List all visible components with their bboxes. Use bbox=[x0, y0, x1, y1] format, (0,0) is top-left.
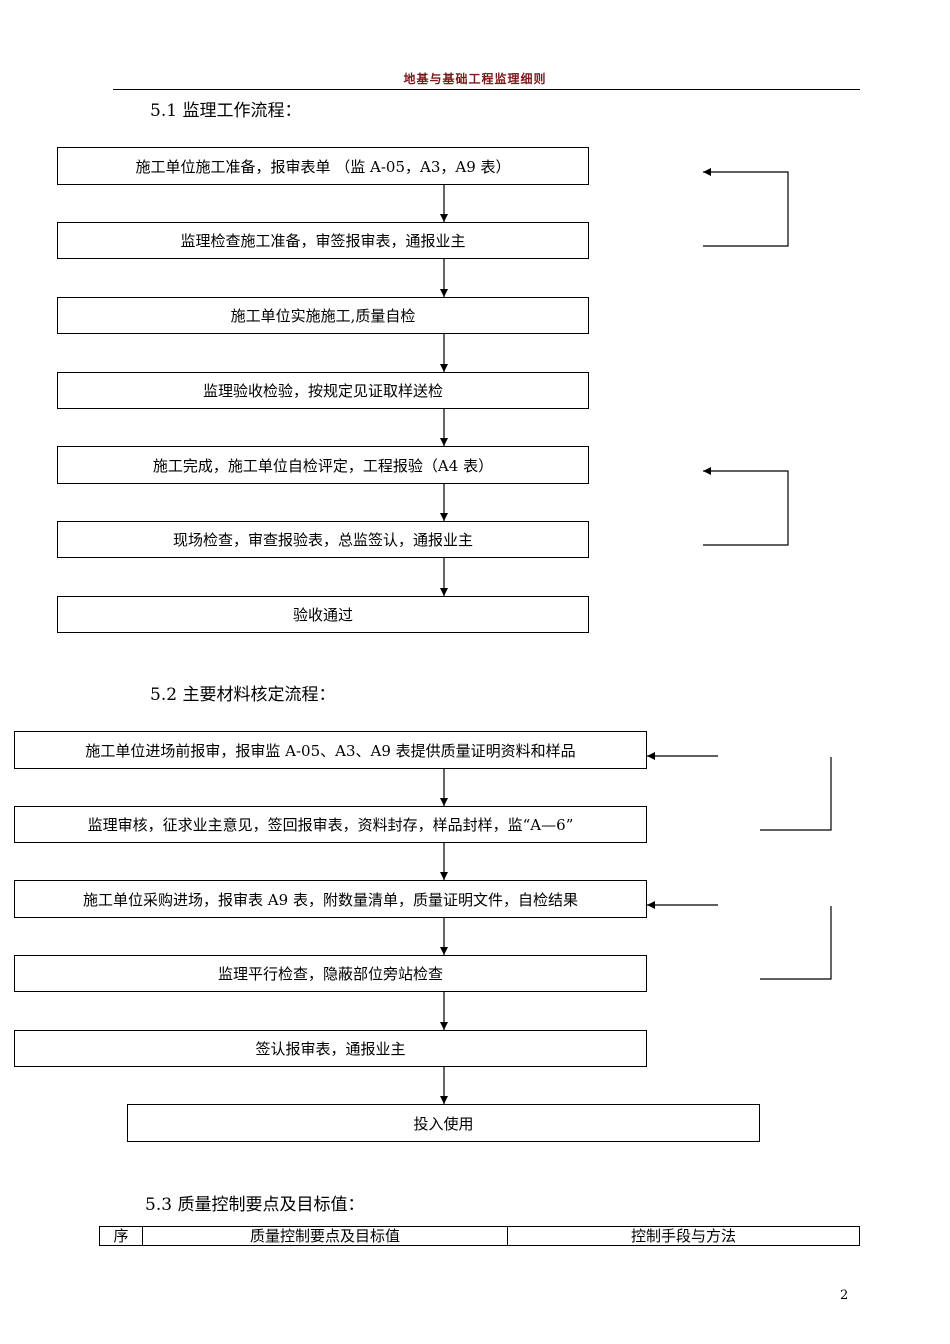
workflow-step-2: 监理检查施工准备，审签报审表，通报业主 bbox=[57, 222, 589, 259]
feedback-bracket-2 bbox=[760, 906, 832, 980]
section-5-1-title: 5.1 监理工作流程： bbox=[150, 101, 302, 121]
material-step-2: 监理审核，征求业主意见，签回报审表，资料封存，样品封样，监“A—6” bbox=[14, 806, 647, 843]
table-header-methods: 控制手段与方法 bbox=[507, 1226, 860, 1246]
section-5-2-title: 5.2 主要材料核定流程： bbox=[150, 685, 336, 705]
quality-control-table: 序 质量控制要点及目标值 控制手段与方法 bbox=[99, 1226, 860, 1246]
section-5-3-title: 5.3 质量控制要点及目标值： bbox=[145, 1195, 365, 1215]
workflow-step-3: 施工单位实施施工,质量自检 bbox=[57, 297, 589, 334]
workflow-step-7: 验收通过 bbox=[57, 596, 589, 633]
table-header-control-points: 质量控制要点及目标值 bbox=[142, 1226, 508, 1246]
material-step-5: 签认报审表，通报业主 bbox=[14, 1030, 647, 1067]
workflow-step-5: 施工完成，施工单位自检评定，工程报验（A4 表） bbox=[57, 446, 589, 484]
material-step-4: 监理平行检查，隐蔽部位旁站检查 bbox=[14, 955, 647, 992]
material-step-3: 施工单位采购进场，报审表 A9 表，附数量清单，质量证明文件，自检结果 bbox=[14, 880, 647, 918]
workflow-step-6: 现场检查，审查报验表，总监签认，通报业主 bbox=[57, 521, 589, 558]
header-rule bbox=[113, 89, 860, 90]
feedback-loop-1 bbox=[703, 168, 789, 247]
document-header-title: 地基与基础工程监理细则 bbox=[403, 72, 547, 86]
workflow-step-4: 监理验收检验，按规定见证取样送检 bbox=[57, 372, 589, 409]
workflow-step-1: 施工单位施工准备，报审表单 （监 A-05，A3，A9 表） bbox=[57, 147, 589, 185]
feedback-loop-2 bbox=[703, 467, 789, 546]
material-step-6: 投入使用 bbox=[127, 1104, 760, 1142]
table-header-index: 序 bbox=[99, 1226, 143, 1246]
material-step-1: 施工单位进场前报审，报审监 A-05、A3、A9 表提供质量证明资料和样品 bbox=[14, 731, 647, 769]
feedback-bracket-1 bbox=[760, 757, 832, 831]
page-number: 2 bbox=[840, 1288, 849, 1303]
table-header-row: 序 质量控制要点及目标值 控制手段与方法 bbox=[99, 1226, 860, 1246]
